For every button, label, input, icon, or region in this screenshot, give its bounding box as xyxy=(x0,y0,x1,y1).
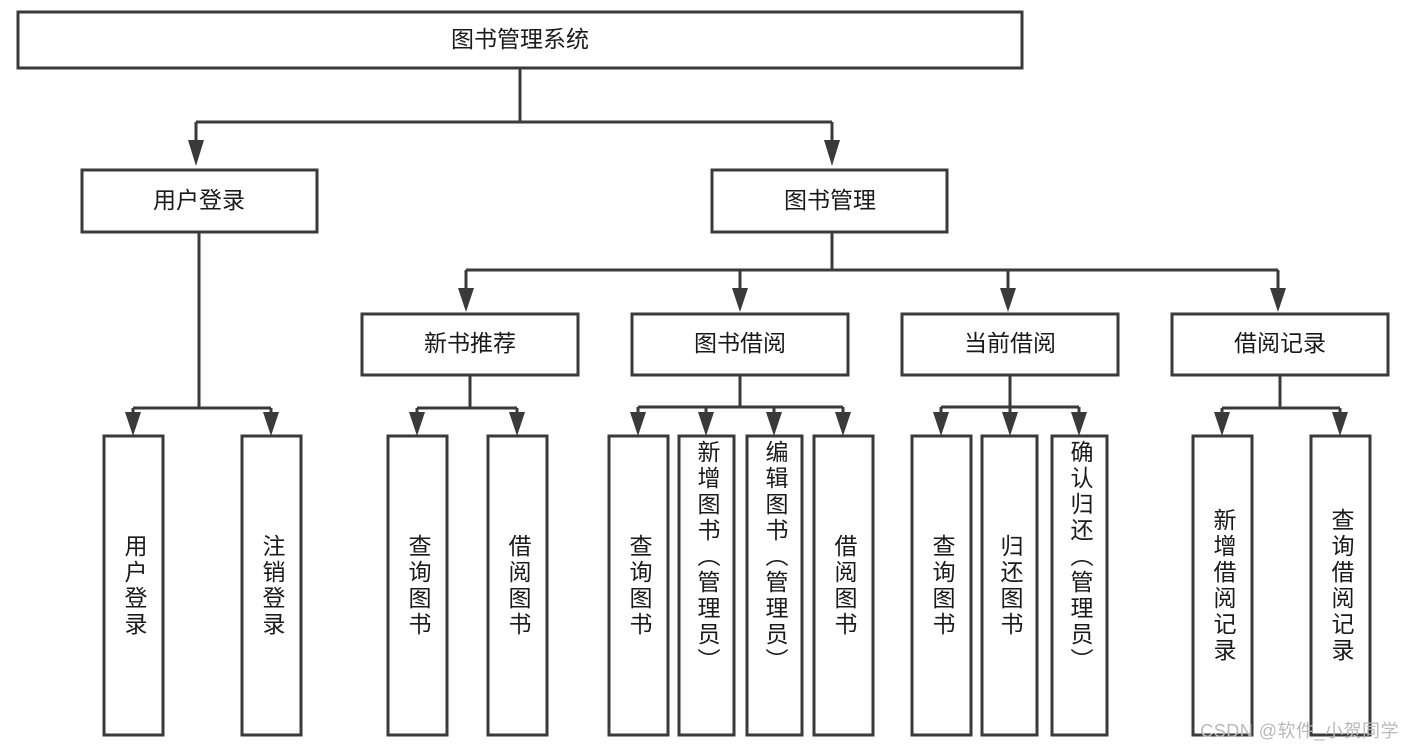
leaf-query-book-3-box[interactable] xyxy=(910,434,973,737)
leaf-query-book-2-box[interactable] xyxy=(607,434,670,737)
node-root[interactable]: 图书管理系统 xyxy=(16,10,1024,70)
arrow-head-current-borrow xyxy=(1000,288,1016,312)
node-book-borrow[interactable]: 图书借阅 xyxy=(630,312,850,377)
node-root-box[interactable] xyxy=(16,10,1024,70)
connectors-current-borrow-to-leaves xyxy=(933,375,1087,436)
arrow-head-leaf-user-login xyxy=(125,412,141,436)
node-new-book-recommend-box[interactable] xyxy=(360,312,580,377)
node-current-borrow[interactable]: 当前借阅 xyxy=(900,312,1120,377)
leaf-add-record-box[interactable] xyxy=(1191,434,1254,737)
node-book-management-label: 图书管理 xyxy=(784,187,876,213)
leaf-confirm-return-box[interactable] xyxy=(1050,434,1109,737)
node-book-borrow-box[interactable] xyxy=(630,312,850,377)
node-borrow-record-box[interactable] xyxy=(1170,312,1390,377)
node-current-borrow-label: 当前借阅 xyxy=(964,330,1056,356)
arrow-head-leaf-confirm-return xyxy=(1071,412,1087,436)
connectors-book-management-to-level3 xyxy=(458,232,1286,312)
leaf-borrow-book-2-box[interactable] xyxy=(812,434,875,737)
arrow-head-book-borrow xyxy=(732,288,748,312)
arrow-head-book-management xyxy=(824,140,840,166)
arrow-head-leaf-edit-book xyxy=(766,412,782,436)
arrow-head-leaf-borrow-book-2 xyxy=(835,412,851,436)
arrow-head-leaf-add-record xyxy=(1214,412,1230,436)
arrow-head-leaf-query-record xyxy=(1332,412,1348,436)
node-current-borrow-box[interactable] xyxy=(900,312,1120,377)
node-borrow-record-label: 借阅记录 xyxy=(1234,330,1326,356)
node-root-label: 图书管理系统 xyxy=(451,26,589,52)
arrow-head-user-login xyxy=(188,140,204,166)
connectors-user-login-to-leaves xyxy=(125,232,279,436)
node-borrow-record[interactable]: 借阅记录 xyxy=(1170,312,1390,377)
arrow-head-leaf-query-book-3 xyxy=(933,412,949,436)
connectors-new-book-recommend-to-leaves xyxy=(409,375,525,436)
arrow-head-leaf-query-book-2 xyxy=(630,412,646,436)
leaf-logout-box[interactable] xyxy=(240,434,303,737)
node-book-management-box[interactable] xyxy=(710,168,949,234)
arrow-head-leaf-query-book-1 xyxy=(409,412,425,436)
leaf-query-record-box[interactable] xyxy=(1309,434,1372,737)
arrow-head-new-book-recommend xyxy=(458,288,474,312)
leaf-borrow-book-1-box[interactable] xyxy=(486,434,549,737)
arrow-head-leaf-logout xyxy=(263,412,279,436)
connectors-root-to-level2 xyxy=(188,68,840,166)
connectors-book-borrow-to-leaves xyxy=(630,375,851,436)
arrow-head-leaf-borrow-book-1 xyxy=(509,412,525,436)
leaf-user-login-box[interactable] xyxy=(102,434,165,737)
leaf-edit-book-box[interactable] xyxy=(745,434,804,737)
arrow-head-leaf-add-book xyxy=(698,412,714,436)
arrow-head-leaf-return-book xyxy=(1002,412,1018,436)
node-new-book-recommend[interactable]: 新书推荐 xyxy=(360,312,580,377)
connectors-borrow-record-to-leaves xyxy=(1214,375,1348,436)
node-new-book-recommend-label: 新书推荐 xyxy=(424,330,516,356)
node-user-login-box[interactable] xyxy=(80,168,319,234)
leaf-return-book-box[interactable] xyxy=(980,434,1039,737)
node-book-borrow-label: 图书借阅 xyxy=(694,330,786,356)
leaf-add-book-box[interactable] xyxy=(677,434,736,737)
watermark-text: CSDN @软件_小贺同学 xyxy=(1200,721,1399,741)
node-book-management[interactable]: 图书管理 xyxy=(710,168,949,234)
node-user-login[interactable]: 用户登录 xyxy=(80,168,319,234)
leaf-boxes xyxy=(102,434,1372,737)
leaf-query-book-1-box[interactable] xyxy=(386,434,449,737)
node-user-login-label: 用户登录 xyxy=(153,187,245,213)
arrow-head-borrow-record xyxy=(1270,288,1286,312)
